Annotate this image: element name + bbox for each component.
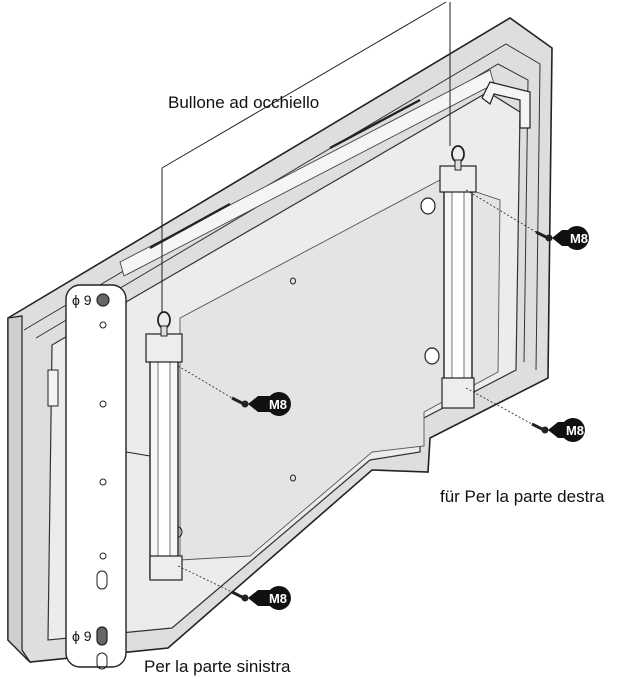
left-side-label: Per la parte sinistra (144, 657, 291, 676)
hole-detail-strip: ϕ 9 ϕ 9 (65, 284, 151, 670)
left-eye-bolt (157, 311, 171, 337)
left-bracket-channel (157, 345, 171, 571)
m8-label: M8 (269, 397, 287, 412)
right-bracket (439, 145, 553, 434)
panel-hole (290, 277, 296, 285)
right-bracket-top-block (439, 165, 477, 193)
panel-side-clip (47, 369, 59, 407)
right-eye-bolt (451, 145, 465, 171)
eye-bolt-label: Bullone ad occhiello (168, 93, 319, 112)
m8-tag-upper-right: M8 (552, 226, 589, 251)
right-lower-screw-leader (465, 387, 533, 425)
hole-detail-plate (65, 284, 127, 668)
hole-9mm-icon (96, 293, 110, 307)
left-bracket-top-block (145, 333, 183, 363)
left-upper-screw-icon (231, 396, 249, 408)
left-bracket-bottom-block (149, 555, 183, 581)
m8-label: M8 (566, 423, 584, 438)
hole-small-icon (99, 400, 107, 408)
right-bracket-bottom-block (441, 377, 475, 409)
left-upper-screw-leader (177, 365, 233, 399)
panel-hole (424, 347, 440, 365)
left-lower-screw-icon (231, 590, 249, 602)
right-upper-screw-icon (535, 230, 553, 242)
right-bracket-channel (451, 175, 465, 399)
hole-detail-leader (125, 451, 151, 457)
hole-callout-bottom: ϕ 9 (72, 628, 92, 644)
hole-small-icon (99, 478, 107, 486)
hole-callout-top: ϕ 9 (72, 292, 92, 308)
slot-hole-icon (96, 652, 108, 670)
right-lower-screw-icon (531, 422, 549, 434)
panel-hole (420, 197, 436, 215)
hole-small-icon (99, 321, 107, 329)
right-side-label: für Per la parte destra (440, 487, 605, 506)
m8-label: M8 (570, 231, 588, 246)
eye-bolt-leader-diagonal (161, 1, 447, 169)
panel-left-edge (7, 315, 31, 663)
hole-small-icon (99, 552, 107, 560)
slot-9mm-icon (96, 626, 108, 646)
m8-tag-upper-left: M8 (248, 392, 291, 417)
slot-hole-icon (96, 570, 108, 590)
panel-slot-1 (149, 202, 231, 250)
left-bracket (145, 311, 249, 602)
panel-hook (481, 81, 531, 129)
m8-tag-lower-left: M8 (248, 586, 291, 611)
eye-bolt-callout (161, 1, 451, 312)
m8-tag-lower-right: M8 (548, 418, 585, 443)
right-upper-screw-leader (465, 189, 537, 233)
panel-hole (290, 474, 296, 482)
panel-slot-2 (329, 98, 421, 150)
left-lower-screw-leader (177, 565, 233, 593)
m8-label: M8 (269, 591, 287, 606)
